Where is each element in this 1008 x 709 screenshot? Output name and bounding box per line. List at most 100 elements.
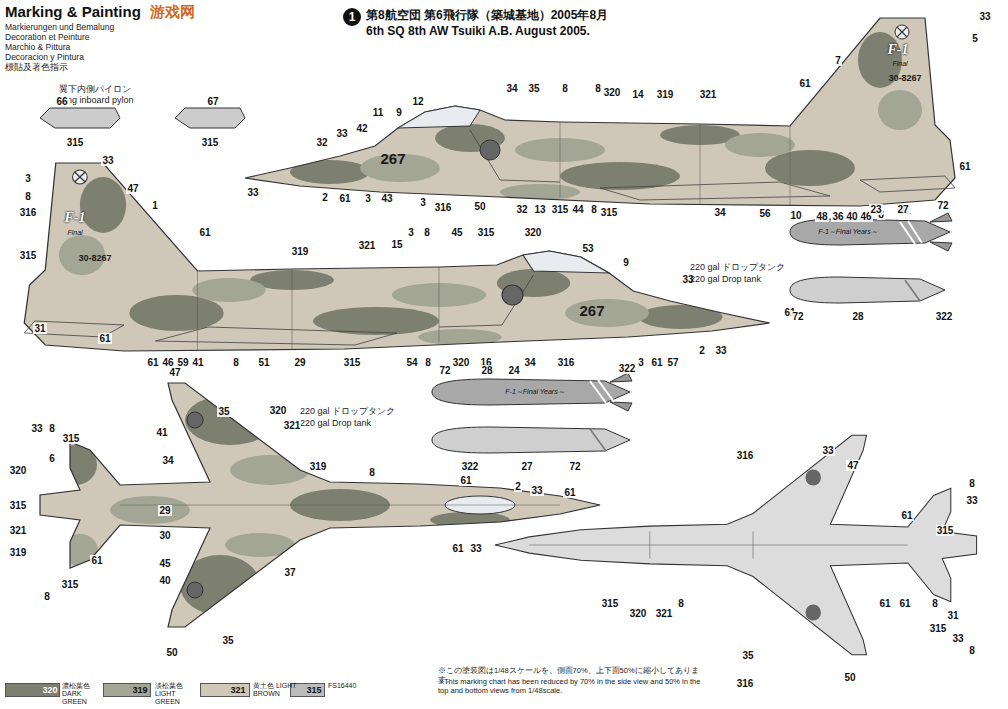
callout-number: 8 bbox=[24, 191, 32, 202]
callout-number: 316 bbox=[19, 207, 38, 218]
callout-number: 66 bbox=[55, 96, 68, 107]
callout-number: 322 bbox=[618, 363, 637, 374]
callout-number: 319 bbox=[309, 461, 328, 472]
callout-number: 6 bbox=[48, 453, 56, 464]
callout-number: 31 bbox=[33, 323, 46, 334]
callout-number: 61 bbox=[146, 357, 159, 368]
callout-number: 50 bbox=[165, 647, 178, 658]
callout-number: 67 bbox=[206, 96, 219, 107]
callout-number: 3 bbox=[637, 357, 645, 368]
scale-note: ※This marking chart has been reduced by … bbox=[438, 677, 703, 695]
callout-number: 61 bbox=[563, 487, 576, 498]
callout-number: 24 bbox=[507, 365, 520, 376]
language-label: Marchio & Pittura bbox=[5, 42, 70, 52]
color-code: 319 bbox=[132, 685, 147, 695]
callout-number: 315 bbox=[19, 250, 38, 261]
callout-number: 315 bbox=[201, 137, 220, 148]
callout-number: 53 bbox=[581, 243, 594, 254]
callout-number: 23 bbox=[869, 204, 882, 215]
callout-number: 36 bbox=[831, 211, 844, 222]
callout-number: 315 bbox=[62, 433, 81, 444]
callout-number: 321 bbox=[699, 89, 718, 100]
callout-number: 57 bbox=[666, 357, 679, 368]
tank-label: 220 gal ドロップタンク bbox=[690, 262, 785, 273]
callout-number: 29 bbox=[158, 505, 171, 516]
callout-number: 315 bbox=[600, 207, 619, 218]
callout-number: 61 bbox=[451, 543, 464, 554]
callout-number: 41 bbox=[155, 427, 168, 438]
callout-number: 48 bbox=[815, 211, 828, 222]
callout-number: 61 bbox=[878, 598, 891, 609]
callout-number: 32 bbox=[315, 137, 328, 148]
callout-number: 316 bbox=[736, 450, 755, 461]
callout-number: 72 bbox=[791, 311, 804, 322]
callout-number: 315 bbox=[477, 227, 496, 238]
callout-number: 47 bbox=[126, 183, 139, 194]
aircraft-number: 267 bbox=[380, 150, 405, 167]
callout-number: 7 bbox=[834, 55, 842, 66]
callout-number: 27 bbox=[520, 461, 533, 472]
callout-number: 41 bbox=[191, 357, 204, 368]
callout-number: 45 bbox=[158, 558, 171, 569]
callout-number: 33 bbox=[821, 445, 834, 456]
callout-number: 50 bbox=[473, 201, 486, 212]
callout-number: 315 bbox=[61, 579, 80, 590]
callout-number: 61 bbox=[98, 333, 111, 344]
callout-number: 34 bbox=[713, 207, 726, 218]
callout-number: 320 bbox=[629, 608, 648, 619]
callout-number: 61 bbox=[898, 598, 911, 609]
language-label: Decoration et Peinture bbox=[5, 32, 90, 42]
color-code: 321 bbox=[230, 685, 245, 695]
watermark: 游戏网 bbox=[150, 3, 195, 22]
fin-script: F-1 bbox=[65, 210, 86, 226]
legend-text: 濃松葉色 DARK GREEN bbox=[62, 682, 106, 706]
callout-number: 33 bbox=[101, 155, 114, 166]
tank-label: 220 gal Drop tank bbox=[690, 274, 761, 285]
callout-number: 42 bbox=[355, 123, 368, 134]
callout-number: 15 bbox=[390, 239, 403, 250]
callout-number: 11 bbox=[372, 107, 385, 118]
callout-number: 3 bbox=[407, 227, 415, 238]
callout-number: 315 bbox=[66, 137, 85, 148]
callout-number: 35 bbox=[527, 83, 540, 94]
callout-number: 8 bbox=[423, 227, 431, 238]
callout-number: 72 bbox=[568, 461, 581, 472]
callout-number: 33 bbox=[335, 128, 348, 139]
callout-number: 8 bbox=[561, 83, 569, 94]
callout-number: 44 bbox=[571, 204, 584, 215]
callout-number: 34 bbox=[523, 357, 536, 368]
callout-number: 33 bbox=[469, 543, 482, 554]
callout-number: 28 bbox=[851, 311, 864, 322]
callout-number: 321 bbox=[358, 240, 377, 251]
color-code: 315 bbox=[306, 685, 321, 695]
callout-number: 315 bbox=[929, 623, 948, 634]
callout-number: 2 bbox=[698, 345, 706, 356]
callout-number: 61 bbox=[958, 161, 971, 172]
legend-text: FS16440 bbox=[328, 682, 372, 690]
callout-number: 33 bbox=[714, 345, 727, 356]
callout-number: 61 bbox=[198, 227, 211, 238]
callout-number: 50 bbox=[843, 672, 856, 683]
callout-number: 315 bbox=[343, 357, 362, 368]
language-label: Decoracion y Pintura bbox=[5, 52, 84, 62]
callout-number: 10 bbox=[789, 210, 802, 221]
callout-number: 5 bbox=[971, 33, 979, 44]
language-label: 標貼及著色指示 bbox=[5, 62, 68, 72]
callout-number: 8 bbox=[232, 357, 240, 368]
scheme-number: 1 bbox=[343, 8, 361, 26]
callout-number: 315 bbox=[551, 204, 570, 215]
callout-number: 33 bbox=[951, 633, 964, 644]
callout-number: 37 bbox=[283, 567, 296, 578]
callout-number: 3 bbox=[364, 193, 372, 204]
callout-number: 14 bbox=[631, 89, 644, 100]
callout-number: 51 bbox=[257, 357, 270, 368]
callout-number: 9 bbox=[395, 107, 403, 118]
callout-number: 8 bbox=[931, 598, 939, 609]
callout-number: 315 bbox=[9, 500, 28, 511]
callout-number: 316 bbox=[736, 678, 755, 689]
callout-number: 322 bbox=[461, 461, 480, 472]
callout-number: 29 bbox=[293, 357, 306, 368]
callout-number: 45 bbox=[450, 227, 463, 238]
callout-number: 8 bbox=[368, 467, 376, 478]
